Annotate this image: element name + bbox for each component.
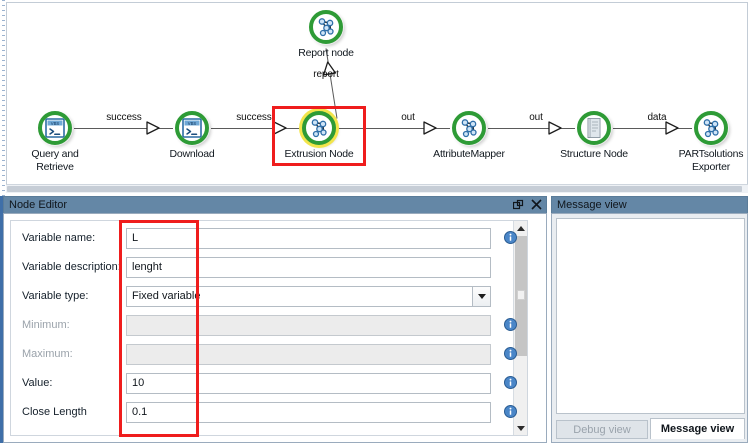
edge-label: success	[106, 112, 142, 123]
variable-name-label: Variable name:	[22, 232, 96, 244]
scroll-down-arrow-icon[interactable]	[514, 421, 527, 435]
message-view-title-bar: Message view	[551, 196, 748, 213]
graph-node-label: PARTsolutions Exporter	[678, 148, 744, 173]
ruler-strip	[2, 0, 5, 196]
graph-node-label: Download	[169, 148, 215, 160]
canvas-horizontal-scrollbar[interactable]	[6, 184, 748, 193]
form-vscroll-thumb[interactable]	[515, 236, 527, 356]
graph-node-icon	[452, 111, 486, 145]
variable-description-input[interactable]: lenght	[126, 257, 491, 278]
variable-name-info-icon[interactable]	[504, 231, 517, 244]
vbs-script-icon: VBS	[38, 111, 72, 145]
graph-node-icon	[694, 111, 728, 145]
variable-name-input[interactable]: L	[126, 228, 491, 249]
form-row-minimum: Minimum:	[11, 312, 527, 341]
svg-text:VBS: VBS	[188, 121, 197, 126]
variable-description-label: Variable description:	[22, 261, 121, 273]
maximum-info-icon[interactable]	[504, 347, 517, 360]
close-length-input[interactable]: 0.1	[126, 402, 491, 423]
form-row-variable-type: Variable type: Fixed variable	[11, 283, 527, 312]
scroll-thumb-grip	[517, 290, 525, 300]
graph-node-icon-glyph	[456, 115, 482, 141]
form-row-maximum: Maximum:	[11, 341, 527, 370]
form-row-variable-description: Variable description: lenght	[11, 254, 527, 283]
edge-line	[613, 128, 692, 129]
graph-node-icon	[302, 111, 336, 145]
graph-node-label: Report node	[298, 47, 354, 59]
edge-label: out	[401, 112, 415, 123]
graph-node-label: AttributeMapper	[433, 148, 505, 160]
value-column-highlight-box	[119, 220, 199, 437]
graph-node-label: Extrusion Node	[284, 148, 354, 160]
value-label: Value:	[22, 377, 53, 389]
graph-node-icon-glyph	[313, 14, 339, 40]
maximum-input	[126, 344, 491, 365]
document-icon	[577, 111, 611, 145]
maximum-label: Maximum:	[22, 348, 73, 360]
edge-line	[488, 128, 575, 129]
selected-node-highlight-box	[272, 106, 366, 166]
minimum-label: Minimum:	[22, 319, 70, 331]
minimum-input	[126, 315, 491, 336]
close-icon[interactable]	[531, 198, 542, 213]
edge-label: data	[647, 112, 667, 123]
variable-type-label: Variable type:	[22, 290, 89, 302]
value-info-icon[interactable]	[504, 376, 517, 389]
form-row-variable-name: Variable name: L	[11, 225, 527, 254]
chevron-down-icon[interactable]	[472, 287, 490, 306]
message-view-title: Message view	[557, 199, 627, 211]
value-input[interactable]: 10	[126, 373, 491, 394]
pin-dock-icon[interactable]	[512, 199, 524, 213]
canvas-hscroll-thumb[interactable]	[7, 186, 742, 192]
scroll-up-arrow-icon[interactable]	[514, 221, 527, 235]
edge-line	[74, 128, 173, 129]
graph-node-label: Query and Retrieve	[31, 148, 79, 173]
graph-node-icon	[309, 10, 343, 44]
edge-line	[338, 128, 450, 129]
node-editor-body: Variable name: L Variable description: leng…	[3, 213, 547, 443]
document-icon-glyph	[581, 115, 607, 141]
graph-node-icon-glyph	[306, 115, 332, 141]
node-editor-title: Node Editor	[9, 199, 68, 211]
vbs-script-icon-glyph: VBS	[42, 115, 68, 141]
variable-properties-form: Variable name: L Variable description: leng…	[10, 220, 528, 436]
form-row-close-length: Close Length 0.1	[11, 399, 527, 428]
graph-node-label: Structure Node	[560, 148, 628, 160]
vbs-script-icon-glyph: VBS	[179, 115, 205, 141]
node-editor-title-bar: Node Editor	[3, 196, 547, 213]
vbs-script-icon: VBS	[175, 111, 209, 145]
close-length-info-icon[interactable]	[504, 405, 517, 418]
message-list[interactable]	[556, 218, 745, 414]
node-editor-panel: Node Editor	[3, 196, 547, 443]
tab-message-view[interactable]: Message view	[650, 418, 745, 439]
close-length-label: Close Length	[22, 406, 87, 418]
graph-node-icon-glyph	[698, 115, 724, 141]
edge-label: out	[529, 112, 543, 123]
form-row-value: Value: 10	[11, 370, 527, 399]
minimum-info-icon[interactable]	[504, 318, 517, 331]
edge-line	[211, 128, 300, 129]
variable-type-select[interactable]: Fixed variable	[126, 286, 491, 307]
tab-debug-view[interactable]: Debug view	[556, 420, 648, 439]
left-accent-bar	[0, 196, 3, 443]
edge-label: success	[236, 112, 272, 123]
svg-text:VBS: VBS	[51, 121, 60, 126]
edge-label: report	[313, 69, 339, 80]
